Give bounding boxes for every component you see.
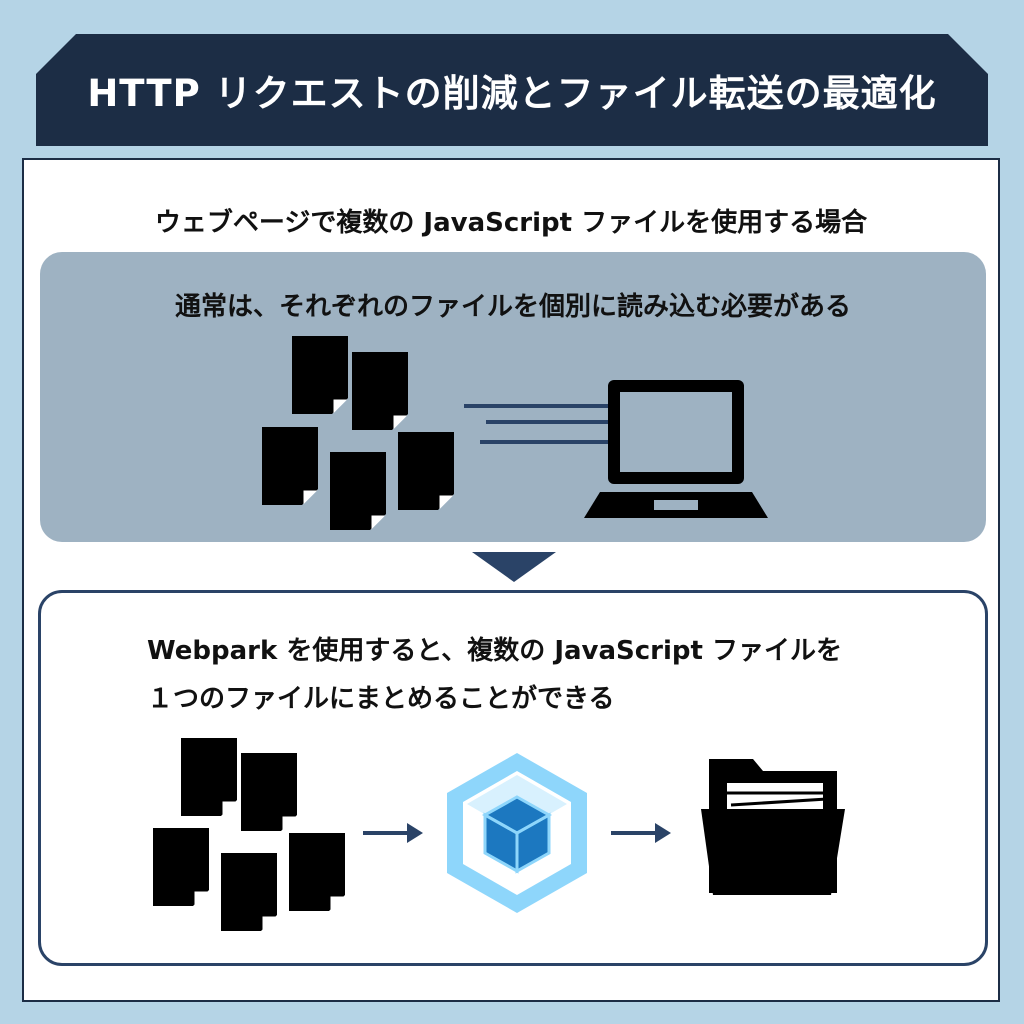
document-icon bbox=[351, 351, 409, 431]
arrow-icon bbox=[611, 823, 671, 843]
laptop-icon bbox=[584, 380, 768, 518]
down-arrow-icon bbox=[472, 552, 556, 582]
scenario-subtitle: ウェブページで複数の JavaScript ファイルを使用する場合 bbox=[154, 208, 868, 238]
webpack-case-caption: Webpark を使用すると、複数の JavaScript ファイルを １つのフ… bbox=[147, 627, 842, 723]
webpack-case-illustration bbox=[152, 737, 845, 932]
page-title: HTTP リクエストの削減とファイル転送の最適化 bbox=[87, 72, 937, 115]
document-icon bbox=[240, 752, 298, 832]
webpack-caption-line2: １つのファイルにまとめることができる bbox=[147, 684, 615, 714]
webpack-logo-icon bbox=[447, 753, 587, 913]
normal-case-box: 通常は、それぞれのファイルを個別に読み込む必要がある bbox=[40, 252, 986, 542]
document-icon bbox=[329, 451, 387, 531]
document-icon bbox=[291, 335, 349, 415]
folder-icon bbox=[701, 759, 845, 895]
document-icon bbox=[261, 426, 319, 506]
arrow-icon bbox=[363, 823, 423, 843]
content-panel: ウェブページで複数の JavaScript ファイルを使用する場合 通常は、それ… bbox=[22, 158, 1000, 1002]
normal-case-illustration bbox=[261, 335, 768, 531]
document-icon bbox=[152, 827, 210, 907]
document-icon bbox=[220, 852, 278, 932]
title-banner: HTTP リクエストの削減とファイル転送の最適化 bbox=[36, 34, 988, 146]
webpack-caption-line1: Webpark を使用すると、複数の JavaScript ファイルを bbox=[147, 636, 843, 666]
document-icon bbox=[180, 737, 238, 817]
document-icon bbox=[288, 832, 346, 912]
webpack-case-box: Webpark を使用すると、複数の JavaScript ファイルを １つのフ… bbox=[38, 590, 988, 966]
normal-case-caption: 通常は、それぞれのファイルを個別に読み込む必要がある bbox=[174, 292, 851, 322]
document-icon bbox=[397, 431, 455, 511]
